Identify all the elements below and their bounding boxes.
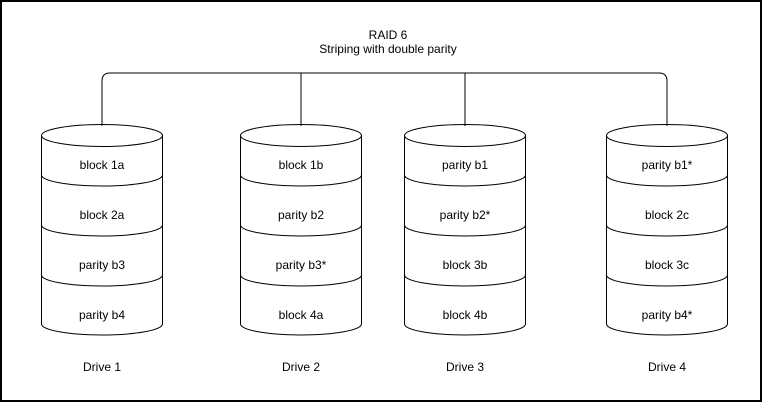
bus-line: [101, 72, 668, 126]
drive-1: block 1a block 2a parity b3 parity b4 Dr…: [41, 124, 163, 384]
block-label: parity b3: [78, 258, 126, 272]
block-label: parity b2*: [439, 208, 491, 222]
block-label: parity b1: [441, 158, 489, 172]
block-label: parity b3*: [275, 258, 327, 272]
drive-name-label: Drive 2: [281, 360, 320, 374]
diagram-subtitle: Striping with double parity: [319, 42, 457, 56]
block-label: parity b4*: [641, 308, 693, 322]
drive-2: block 1b parity b2 parity b3* block 4a D…: [240, 124, 362, 384]
block-label: block 4b: [442, 308, 488, 322]
drive-cylinder-icon: [606, 124, 728, 336]
diagram-title: RAID 6: [368, 28, 408, 42]
block-label: block 1b: [278, 158, 324, 172]
block-label: parity b1*: [641, 158, 693, 172]
block-label: block 3c: [644, 258, 690, 272]
block-label: block 3b: [442, 258, 488, 272]
block-label: block 1a: [79, 158, 125, 172]
block-label: parity b4: [78, 308, 126, 322]
drive-cylinder-icon: [41, 124, 163, 336]
drive-name-label: Drive 4: [647, 360, 686, 374]
drive-cylinder-icon: [240, 124, 362, 336]
block-label: block 2c: [644, 208, 690, 222]
drive-3: parity b1 parity b2* block 3b block 4b D…: [404, 124, 526, 384]
block-label: block 4a: [278, 308, 324, 322]
block-label: parity b2: [277, 208, 325, 222]
drive-name-label: Drive 3: [445, 360, 484, 374]
block-label: block 2a: [79, 208, 125, 222]
drive-name-label: Drive 1: [82, 360, 121, 374]
drive-cylinder-icon: [404, 124, 526, 336]
diagram-title-block: RAID 6 Striping with double parity: [188, 28, 588, 56]
drive-4: parity b1* block 2c block 3c parity b4* …: [606, 124, 728, 384]
